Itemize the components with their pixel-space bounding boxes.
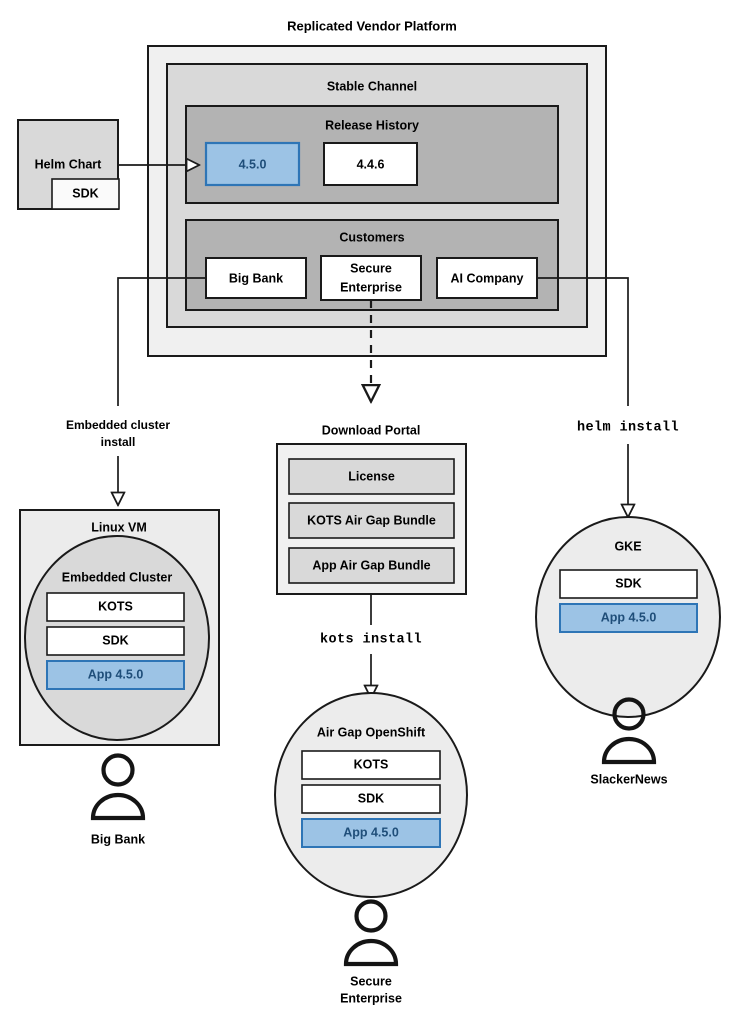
actor-slackernews	[601, 697, 657, 765]
artifact-license-label: License	[348, 469, 395, 483]
openshift-component-sdk-label: SDK	[358, 791, 384, 805]
actor-big-bank-label: Big Bank	[91, 832, 145, 846]
helm-install-label: helm install	[577, 421, 679, 436]
customer-ai-company-label: AI Company	[451, 271, 524, 285]
linux-vm-component-app-label: App 4.5.0	[88, 667, 144, 681]
release-4-4-6-box[interactable]	[323, 142, 418, 186]
openshift-component-kots-box[interactable]	[301, 750, 441, 780]
linux-vm-component-kots-box[interactable]	[46, 592, 185, 622]
actor-secure-enterprise	[343, 899, 399, 967]
stable-channel-label: Stable Channel	[327, 79, 417, 93]
linux-vm-component-sdk-box[interactable]	[46, 626, 185, 656]
embedded-cluster-install-label-line1: Embedded cluster	[66, 418, 170, 432]
openshift-component-sdk-box[interactable]	[301, 784, 441, 814]
customer-secure-enterprise-label-line2: Enterprise	[340, 280, 402, 294]
customers-label: Customers	[339, 230, 404, 244]
release-history-label: Release History	[325, 118, 419, 132]
customer-secure-enterprise-box[interactable]	[320, 255, 422, 301]
actor-body-icon	[601, 736, 657, 765]
connector-big-bank-to-linux-vm	[117, 277, 206, 406]
release-4-5-0-box[interactable]	[204, 141, 301, 187]
artifact-kots-air-gap-bundle-box[interactable]	[288, 502, 455, 539]
openshift-component-kots-label: KOTS	[354, 757, 389, 771]
helm-chart-sdk-box[interactable]	[51, 178, 120, 210]
customer-ai-company-box[interactable]	[436, 257, 538, 299]
connector-ai-company-to-gke	[537, 277, 629, 406]
customer-big-bank-box[interactable]	[205, 257, 307, 299]
actor-head-icon	[612, 697, 646, 731]
kots-install-label: kots install	[320, 633, 422, 648]
helm-chart-sdk-label: SDK	[72, 186, 98, 200]
page-title: Replicated Vendor Platform	[287, 18, 457, 33]
artifact-kots-air-gap-bundle-label: KOTS Air Gap Bundle	[307, 513, 436, 527]
embedded-cluster-install-label-line2: install	[101, 435, 136, 449]
customer-big-bank-label: Big Bank	[229, 271, 283, 285]
actor-secure-enterprise-label-line1: Secure	[350, 974, 392, 988]
download-portal-label: Download Portal	[322, 423, 421, 437]
actor-head-icon	[101, 753, 135, 787]
embedded-cluster-label: Embedded Cluster	[62, 570, 173, 584]
actor-slackernews-label: SlackerNews	[590, 772, 667, 786]
artifact-app-air-gap-bundle-label: App Air Gap Bundle	[312, 558, 430, 572]
actor-body-icon	[343, 938, 399, 967]
gke-label: GKE	[614, 539, 641, 553]
linux-vm-component-kots-label: KOTS	[98, 599, 133, 613]
release-4-5-0-label: 4.5.0	[239, 157, 267, 171]
artifact-app-air-gap-bundle-box[interactable]	[288, 547, 455, 584]
openshift-component-app-label: App 4.5.0	[343, 825, 399, 839]
actor-big-bank	[90, 753, 146, 821]
actor-head-icon	[354, 899, 388, 933]
release-4-4-6-label: 4.4.6	[357, 157, 385, 171]
customer-secure-enterprise-label-line1: Secure	[350, 261, 392, 275]
actor-body-icon	[90, 792, 146, 821]
gke-component-sdk-label: SDK	[615, 576, 641, 590]
linux-vm-component-app-box[interactable]	[46, 660, 185, 690]
helm-chart-label: Helm Chart	[35, 157, 103, 171]
gke-component-app-label: App 4.5.0	[601, 610, 657, 624]
actor-secure-enterprise-label-line2: Enterprise	[340, 991, 402, 1005]
linux-vm-component-sdk-label: SDK	[102, 633, 128, 647]
artifact-license-box[interactable]	[288, 458, 455, 495]
gke-component-sdk-box[interactable]	[559, 569, 698, 599]
gke-component-app-box[interactable]	[559, 603, 698, 633]
openshift-component-app-box[interactable]	[301, 818, 441, 848]
linux-vm-label: Linux VM	[91, 520, 147, 534]
air-gap-openshift-label: Air Gap OpenShift	[317, 725, 426, 739]
